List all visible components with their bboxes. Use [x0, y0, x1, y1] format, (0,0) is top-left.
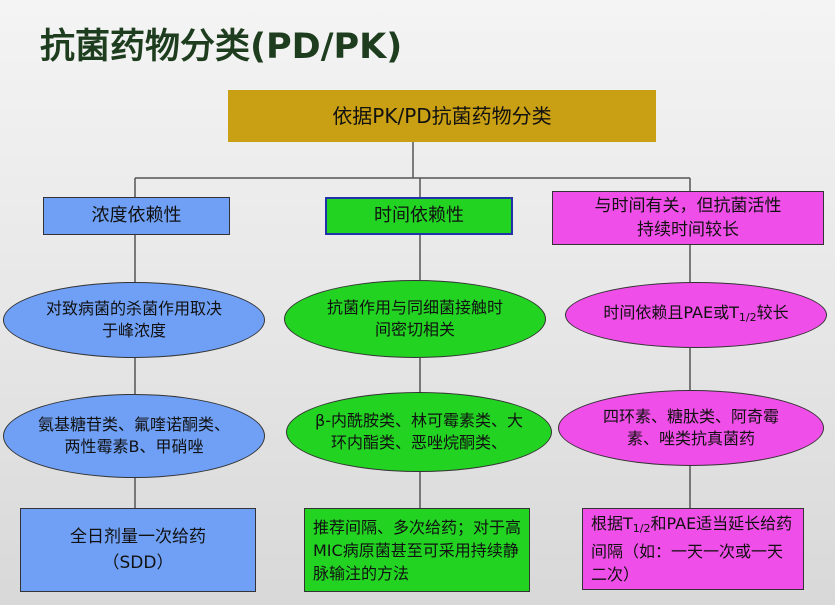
root-box: 依据PK/PD抗菌药物分类: [228, 90, 656, 142]
col2-mechanism: 抗菌作用与同细菌接触时间密切相关: [284, 280, 546, 358]
root-label: 依据PK/PD抗菌药物分类: [332, 104, 552, 128]
col1-header-label: 浓度依赖性: [91, 205, 182, 226]
col1-header: 浓度依赖性: [43, 197, 230, 235]
col2-mechanism-text: 抗菌作用与同细菌接触时间密切相关: [326, 298, 503, 339]
col2-dosing-text: 推荐间隔、多次给药；对于高MIC病原菌甚至可采用持续静脉输注的方法: [313, 517, 522, 583]
col1-dosing: 全日剂量一次给药（SDD）: [20, 508, 256, 592]
col2-header-label: 时间依赖性: [374, 205, 464, 226]
col1-drugs: 氨基糖苷类、氟喹诺酮类、两性霉素B、甲硝唑: [3, 394, 265, 478]
col3-drugs-text: 四环素、糖肽类、阿奇霉素、唑类抗真菌药: [602, 407, 779, 448]
col2-dosing: 推荐间隔、多次给药；对于高MIC病原菌甚至可采用持续静脉输注的方法: [304, 508, 530, 592]
col3-drugs: 四环素、糖肽类、阿奇霉素、唑类抗真菌药: [558, 390, 824, 466]
page-title: 抗菌药物分类(PD/PK): [40, 27, 403, 67]
col3-header: 与时间有关，但抗菌活性持续时间较长: [552, 191, 824, 245]
col1-mechanism: 对致病菌的杀菌作用取决于峰浓度: [3, 282, 265, 358]
col1-dosing-text: 全日剂量一次给药（SDD）: [70, 527, 206, 573]
col3-dosing-text: 根据T1/2和PAE适当延长给药间隔（如：一天一次或一天二次）: [591, 514, 793, 584]
col3-dosing: 根据T1/2和PAE适当延长给药间隔（如：一天一次或一天二次）: [582, 508, 804, 590]
col2-drugs: β-内酰胺类、林可霉素类、大环内酯类、恶唑烷酮类、: [286, 392, 552, 472]
col3-mechanism: 时间依赖且PAE或T1/2较长: [565, 282, 827, 348]
col2-drugs-text: β-内酰胺类、林可霉素类、大环内酯类、恶唑烷酮类、: [315, 411, 523, 452]
col2-header: 时间依赖性: [325, 197, 513, 235]
col1-mechanism-text: 对致病菌的杀菌作用取决于峰浓度: [45, 299, 222, 340]
col3-header-label: 与时间有关，但抗菌活性持续时间较长: [594, 196, 782, 240]
col1-drugs-text: 氨基糖苷类、氟喹诺酮类、两性霉素B、甲硝唑: [37, 415, 230, 456]
col3-mechanism-text: 时间依赖且PAE或T1/2较长: [603, 302, 789, 324]
